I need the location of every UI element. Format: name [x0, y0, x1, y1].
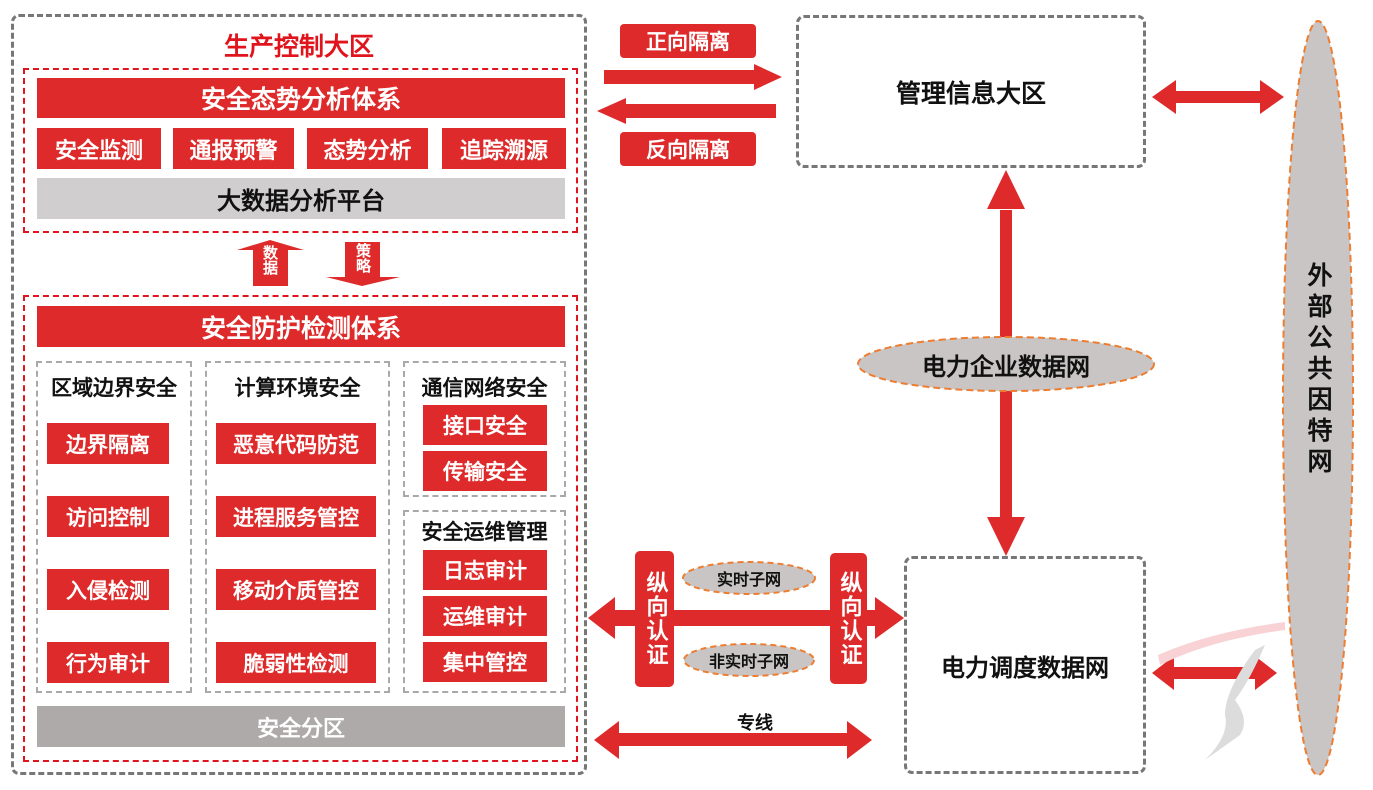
- protection-item: 访问控制: [47, 496, 169, 537]
- group-communication-network: [403, 361, 566, 497]
- enterprise-to-dispatch-arrowhead: [987, 517, 1025, 556]
- enterprise-to-mgmt-arrow: [1000, 210, 1012, 340]
- analysis-item: 态势分析: [307, 128, 428, 169]
- group-computing-environment: [205, 361, 390, 693]
- watermark-figure: [1205, 645, 1265, 760]
- longitudinal-arrow: [588, 597, 904, 639]
- non-realtime-subnet-label: 非实时子网: [708, 652, 789, 671]
- protection-system-box: [23, 295, 578, 762]
- enterprise-to-dispatch-arrow: [1000, 390, 1012, 518]
- protection-item: 日志审计: [423, 550, 547, 590]
- group-title: 计算环境安全: [234, 376, 361, 400]
- mgmt-internet-arrow: [1152, 80, 1284, 114]
- dedicated-line-arrow: [594, 721, 872, 759]
- protection-item: 入侵检测: [47, 569, 169, 610]
- longitudinal-auth-left: 纵向认证: [635, 551, 674, 687]
- group-security-operations: [403, 510, 566, 693]
- group-title: 安全运维管理: [421, 520, 548, 544]
- production-zone-box: [11, 14, 587, 775]
- group-title: 通信网络安全: [421, 376, 548, 400]
- group-region-boundary: [36, 361, 192, 693]
- dedicated-line-label: 专线: [737, 713, 773, 734]
- protection-item: 移动介质管控: [216, 569, 376, 610]
- enterprise-network-label: 电力企业数据网: [922, 352, 1090, 381]
- analysis-item: 安全监测: [37, 128, 161, 169]
- enterprise-network-ellipse: [857, 336, 1155, 392]
- analysis-item: 追踪溯源: [442, 128, 566, 169]
- external-internet-ellipse: [1282, 20, 1354, 776]
- reverse-isolation-label: 反向隔离: [620, 132, 756, 166]
- forward-isolation-label: 正向隔离: [620, 24, 756, 58]
- realtime-subnet-ellipse: [682, 561, 816, 595]
- strategy-down-label: 策略: [354, 243, 372, 273]
- realtime-subnet-label: 实时子网: [716, 570, 781, 589]
- strategy-down-arrow: [326, 242, 400, 286]
- analysis-system-box: [23, 68, 578, 233]
- data-up-arrow: [237, 240, 304, 286]
- protection-item: 运维审计: [423, 596, 547, 636]
- watermark-swoosh: [1158, 622, 1285, 665]
- enterprise-to-mgmt-arrowhead: [987, 170, 1025, 209]
- group-title: 区域边界安全: [51, 376, 177, 400]
- protection-item: 脆弱性检测: [216, 642, 376, 683]
- production-zone-title: 生产控制大区: [223, 32, 374, 61]
- protection-item: 恶意代码防范: [216, 423, 376, 464]
- protection-system-title: 安全防护检测体系: [37, 306, 565, 347]
- dispatch-internet-arrow: [1152, 656, 1277, 690]
- protection-item: 接口安全: [423, 405, 547, 445]
- forward-isolation-arrow: [604, 64, 782, 90]
- external-internet-label: 外部公共因特网: [1304, 262, 1333, 479]
- security-partition-bar: 安全分区: [37, 706, 565, 747]
- protection-item: 进程服务管控: [216, 496, 376, 537]
- non-realtime-subnet-ellipse: [683, 643, 815, 677]
- protection-item: 传输安全: [423, 451, 547, 491]
- protection-item: 集中管控: [423, 642, 547, 682]
- reverse-isolation-arrow: [597, 98, 776, 124]
- management-zone-box: 管理信息大区: [796, 15, 1146, 168]
- analysis-system-title: 安全态势分析体系: [37, 78, 565, 118]
- longitudinal-auth-right: 纵向认证: [830, 553, 867, 684]
- big-data-platform: 大数据分析平台: [37, 178, 565, 219]
- dispatch-network-box: 电力调度数据网: [904, 556, 1146, 774]
- analysis-item: 通报预警: [173, 128, 294, 169]
- protection-item: 边界隔离: [47, 423, 169, 464]
- protection-item: 行为审计: [47, 642, 169, 683]
- data-up-label: 数据: [261, 245, 279, 275]
